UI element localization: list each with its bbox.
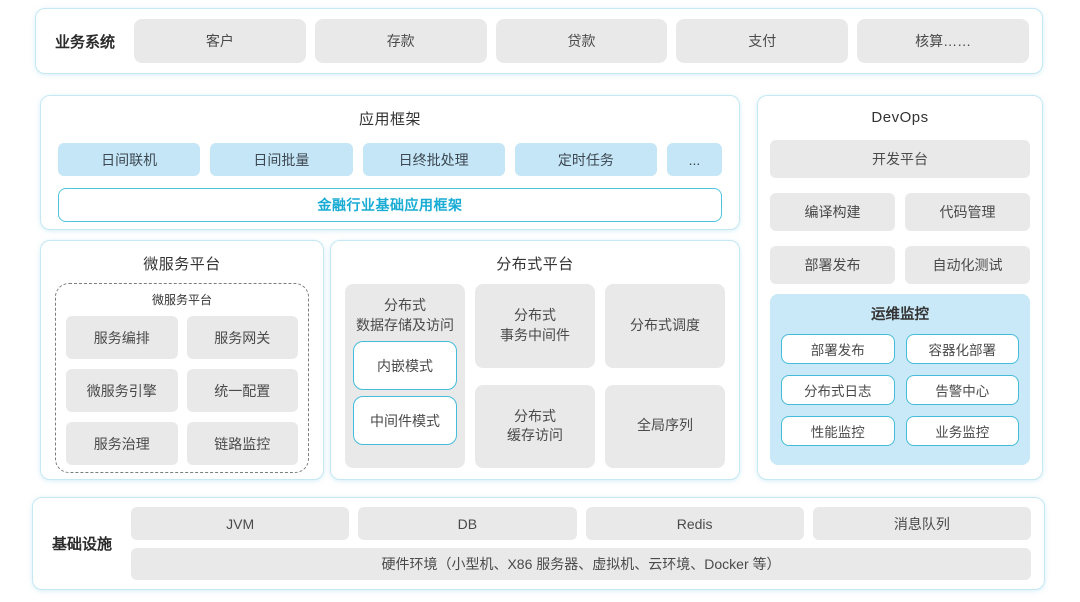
microservices-title: 微服务平台	[143, 256, 221, 273]
monitor-deploy-release: 部署发布	[781, 334, 895, 364]
devops-auto-test: 自动化测试	[905, 246, 1030, 284]
micro-service-governance: 服务治理	[66, 422, 178, 465]
biz-item-payment: 支付	[676, 19, 849, 63]
infra-message-queue: 消息队列	[812, 507, 1031, 540]
infra-db: DB	[358, 507, 577, 540]
app-framework-row: 日间联机 日间批量 日终批处理 定时任务 ...	[58, 143, 722, 176]
monitor-performance: 性能监控	[781, 416, 895, 446]
app-framework-panel: 应用框架 日间联机 日间批量 日终批处理 定时任务 ... 金融行业基础应用框架	[40, 95, 740, 230]
biz-item-loan: 贷款	[495, 19, 668, 63]
ops-monitor-panel: 运维监控 部署发布 容器化部署 分布式日志 告警中心 性能监控 业务监控	[770, 294, 1030, 465]
appfw-item-daytime-batch: 日间批量	[210, 143, 353, 176]
biz-item-accounting: 核算……	[857, 19, 1029, 63]
devops-title: DevOps	[871, 109, 929, 126]
biz-item-deposit: 存款	[314, 19, 487, 63]
distributed-right-col: 分布式调度 全局序列	[605, 284, 725, 468]
appfw-item-eod-batch: 日终批处理	[362, 143, 505, 176]
infrastructure-row: JVM DB Redis 消息队列	[131, 507, 1031, 540]
monitor-distributed-log: 分布式日志	[781, 375, 895, 405]
infrastructure-content: JVM DB Redis 消息队列 硬件环境（小型机、X86 服务器、虚拟机、云…	[131, 507, 1031, 580]
embedded-mode: 内嵌模式	[353, 341, 457, 391]
distributed-panel: 分布式平台 分布式 数据存储及访问 内嵌模式 中间件模式 分布式 事务中间件 分…	[330, 240, 740, 480]
biz-item-customer: 客户	[134, 19, 306, 63]
micro-trace-monitor: 链路监控	[186, 422, 298, 465]
distributed-data-storage-access: 分布式 数据存储及访问 内嵌模式 中间件模式	[345, 284, 465, 468]
infrastructure-label: 基础设施	[51, 536, 112, 553]
ops-monitor-title: 运维监控	[871, 307, 929, 323]
appfw-item-more: ...	[667, 143, 722, 176]
micro-unified-config: 统一配置	[186, 369, 298, 412]
micro-service-gateway: 服务网关	[186, 316, 298, 359]
distributed-middle-col: 分布式 事务中间件 分布式 缓存访问	[475, 284, 595, 468]
cache-access: 分布式 缓存访问	[475, 384, 595, 468]
monitor-alert-center: 告警中心	[905, 375, 1019, 405]
appfw-item-scheduled-task: 定时任务	[514, 143, 657, 176]
business-items-row: 客户 存款 贷款 支付 核算……	[134, 19, 1029, 63]
infra-jvm: JVM	[131, 507, 350, 540]
monitor-business: 业务监控	[905, 416, 1019, 446]
devops-dev-platform: 开发平台	[770, 140, 1030, 178]
micro-microservice-engine: 微服务引擎	[66, 369, 178, 412]
business-systems-label: 业务系统	[54, 33, 115, 51]
infrastructure-panel: 基础设施 JVM DB Redis 消息队列 硬件环境（小型机、X86 服务器、…	[32, 497, 1045, 590]
distributed-storage-label: 分布式 数据存储及访问	[356, 297, 454, 333]
app-framework-title: 应用框架	[358, 111, 421, 128]
monitor-containerized-deploy: 容器化部署	[905, 334, 1019, 364]
devops-panel: DevOps 开发平台 编译构建 代码管理 部署发布 自动化测试 运维监控 部署…	[757, 95, 1043, 480]
devops-code-mgmt: 代码管理	[905, 193, 1030, 231]
micro-service-orchestration: 服务编排	[66, 316, 178, 359]
distributed-scheduling: 分布式调度	[605, 284, 725, 368]
infra-redis: Redis	[585, 507, 804, 540]
devops-deploy-release: 部署发布	[770, 246, 895, 284]
transaction-middleware: 分布式 事务中间件	[475, 284, 595, 368]
devops-compile-build: 编译构建	[770, 193, 895, 231]
financial-base-framework: 金融行业基础应用框架	[58, 188, 722, 222]
distributed-storage-col: 分布式 数据存储及访问 内嵌模式 中间件模式	[345, 284, 465, 468]
devops-grid: 编译构建 代码管理 部署发布 自动化测试	[770, 193, 1030, 284]
hardware-environment: 硬件环境（小型机、X86 服务器、虚拟机、云环境、Docker 等）	[131, 548, 1031, 580]
global-sequence: 全局序列	[605, 384, 725, 468]
distributed-grid: 分布式 数据存储及访问 内嵌模式 中间件模式 分布式 事务中间件 分布式 缓存访…	[345, 284, 725, 468]
microservices-grid: 服务编排 服务网关 微服务引擎 统一配置 服务治理 链路监控	[66, 316, 298, 465]
microservices-panel: 微服务平台 微服务平台 服务编排 服务网关 微服务引擎 统一配置 服务治理 链路…	[40, 240, 324, 480]
middleware-mode: 中间件模式	[353, 396, 457, 446]
distributed-title: 分布式平台	[496, 256, 574, 273]
microservices-inner-box: 微服务平台 服务编排 服务网关 微服务引擎 统一配置 服务治理 链路监控	[55, 283, 309, 473]
ops-monitor-grid: 部署发布 容器化部署 分布式日志 告警中心 性能监控 业务监控	[781, 334, 1019, 446]
appfw-item-daytime-online: 日间联机	[58, 143, 201, 176]
business-systems-panel: 业务系统 客户 存款 贷款 支付 核算……	[35, 8, 1043, 74]
microservices-inner-title: 微服务平台	[151, 293, 212, 307]
